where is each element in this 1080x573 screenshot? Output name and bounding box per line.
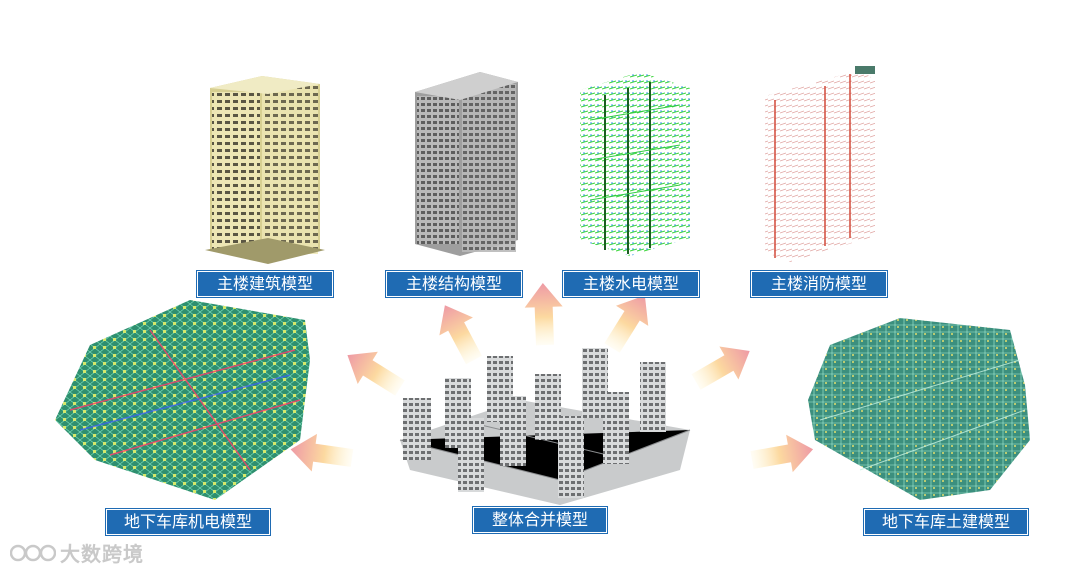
label-merged: 整体合并模型: [473, 507, 607, 533]
label-main-mep: 主楼水电模型: [563, 271, 699, 297]
garage-mep-model-image: [55, 300, 310, 500]
main-struct-model-image: [415, 72, 518, 256]
label-garage-mep: 地下车库机电模型: [106, 509, 270, 535]
merged-model-image: [400, 348, 690, 505]
main-fire-model-image: [765, 66, 875, 262]
garage-civil-model-image: [808, 318, 1030, 500]
arrow-to-main-fire: [687, 335, 760, 399]
arrow-to-garage-civil: [749, 431, 817, 479]
label-garage-civil: 地下车库土建模型: [864, 509, 1028, 535]
watermark-text: 大数跨境: [60, 538, 144, 567]
label-main-arch: 主楼建筑模型: [197, 271, 333, 297]
watermark-logo-icon: [10, 542, 56, 564]
main-mep-model-image: [580, 72, 690, 256]
watermark: 大数跨境: [10, 538, 144, 567]
main-arch-model-image: [205, 76, 325, 264]
arrow-to-main-struct: [428, 296, 491, 369]
arrow-to-garage-mep-upper: [337, 339, 410, 404]
label-main-fire: 主楼消防模型: [751, 271, 887, 297]
arrow-to-main-struct-2: [524, 282, 564, 345]
label-main-struct: 主楼结构模型: [386, 271, 522, 297]
